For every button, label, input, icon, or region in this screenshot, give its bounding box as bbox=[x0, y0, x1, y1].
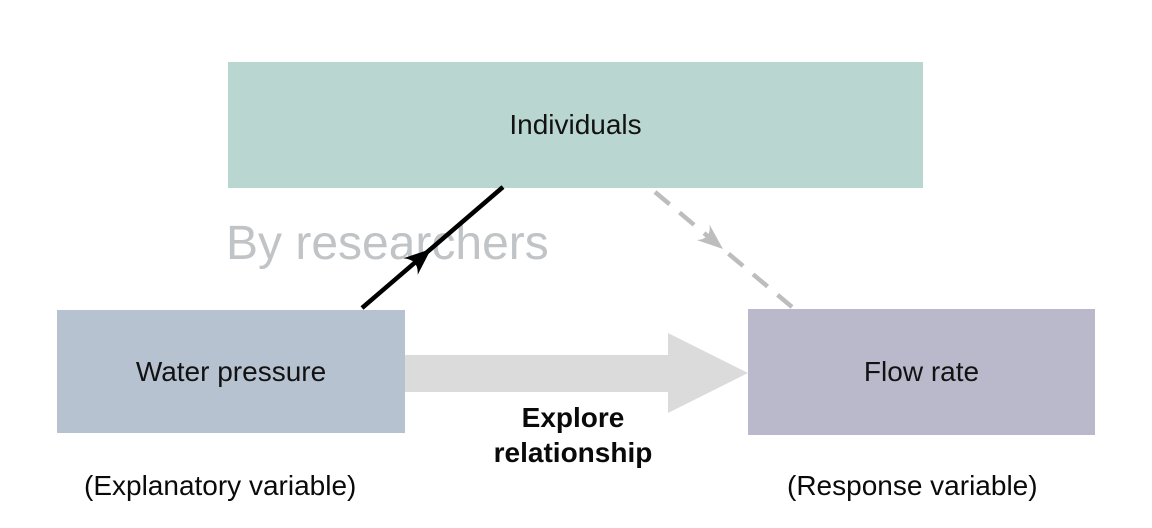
explanatory-variable-caption: (Explanatory variable) bbox=[84, 470, 357, 501]
dashed-arrowhead-icon bbox=[696, 224, 723, 249]
response-variable-caption: (Response variable) bbox=[787, 470, 1038, 501]
individuals-box: Individuals bbox=[228, 62, 923, 188]
flow-rate-label: Flow rate bbox=[863, 356, 980, 387]
water-pressure-box: Water pressure bbox=[57, 310, 405, 433]
explore-relationship-label: Explore relationship bbox=[493, 402, 653, 468]
dashed-arrow-line bbox=[653, 190, 794, 309]
by-researchers-label: By researchers bbox=[226, 217, 549, 270]
flow-rate-box: Flow rate bbox=[748, 309, 1095, 435]
individuals-label: Individuals bbox=[509, 109, 642, 140]
water-pressure-label: Water pressure bbox=[135, 355, 327, 387]
